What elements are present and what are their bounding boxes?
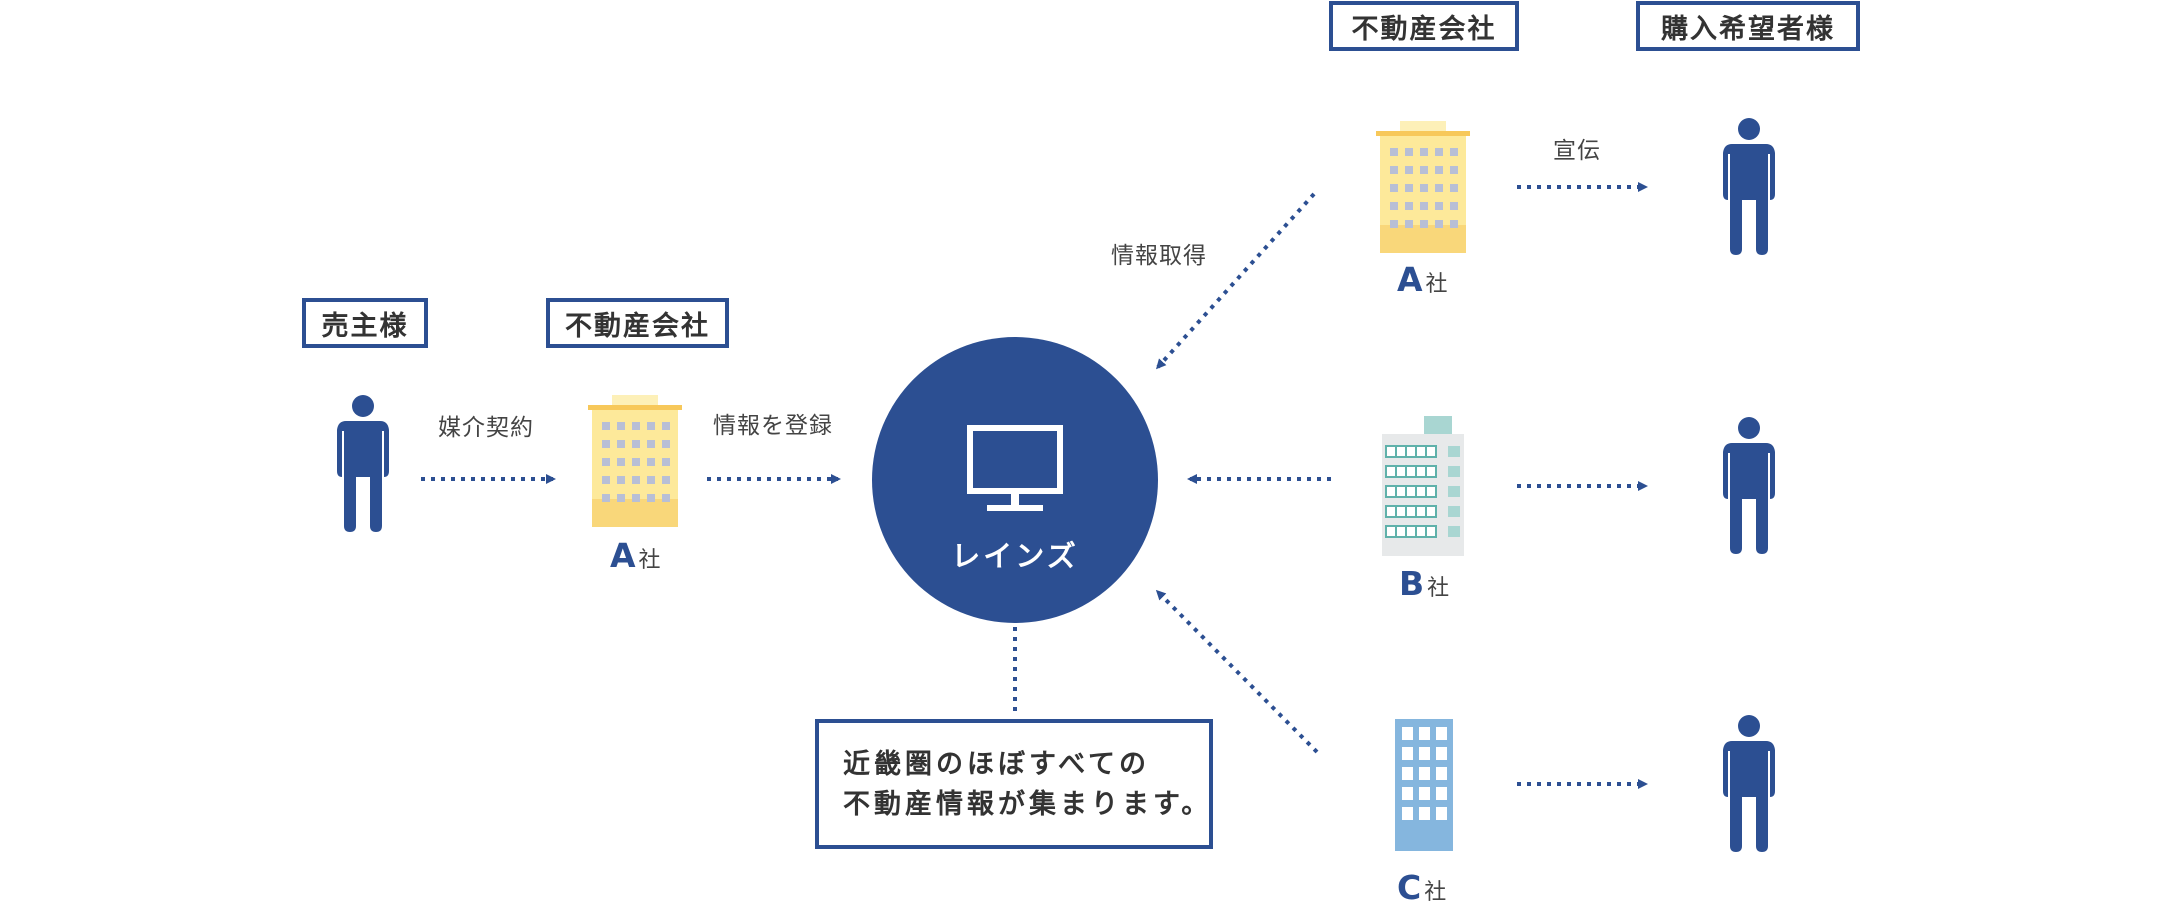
right-c-office-building-icon	[1395, 719, 1453, 851]
company-suffix: 社	[1424, 880, 1447, 905]
rains-circle	[872, 337, 1158, 623]
note-line-1: 近畿圏のほぼすべての	[843, 749, 1151, 780]
buyer-tag: 購入希望者様	[1636, 1, 1860, 51]
left-agent-tag: 不動産会社	[546, 298, 729, 348]
right-b-office-building-icon	[1382, 416, 1464, 556]
register-label: 情報を登録	[713, 413, 833, 439]
note-line-2: 不動産情報が集まります。	[843, 789, 1213, 820]
rains-label: レインズ	[951, 539, 1079, 573]
seller-tag: 売主様	[302, 298, 428, 348]
company-letter: C	[1397, 868, 1422, 907]
buyer-person-icon	[1723, 118, 1775, 255]
right-agent-tag: 不動産会社	[1329, 1, 1519, 51]
company-suffix: 社	[1425, 272, 1448, 297]
company-suffix: 社	[1427, 576, 1450, 601]
note-box: 近畿圏のほぼすべての 不動産情報が集まります。	[815, 719, 1213, 849]
seller-person-icon	[337, 395, 389, 532]
buyer-person-icon	[1723, 417, 1775, 554]
contract-label: 媒介契約	[438, 415, 534, 441]
company-suffix: 社	[638, 548, 661, 573]
company-letter: B	[1399, 564, 1425, 603]
acquire-label: 情報取得	[1111, 243, 1207, 269]
advertise-label: 宣伝	[1553, 138, 1601, 164]
company-letter: A	[610, 536, 636, 575]
right-a-office-building-icon	[1376, 121, 1470, 253]
arrow-a-to-rains	[1155, 192, 1316, 370]
arrow-c-to-rains	[1155, 589, 1319, 754]
buyer-person-icon	[1723, 715, 1775, 852]
company-letter: A	[1397, 260, 1423, 299]
left-a-office-building-icon	[588, 395, 682, 527]
monitor-icon	[967, 425, 1063, 511]
